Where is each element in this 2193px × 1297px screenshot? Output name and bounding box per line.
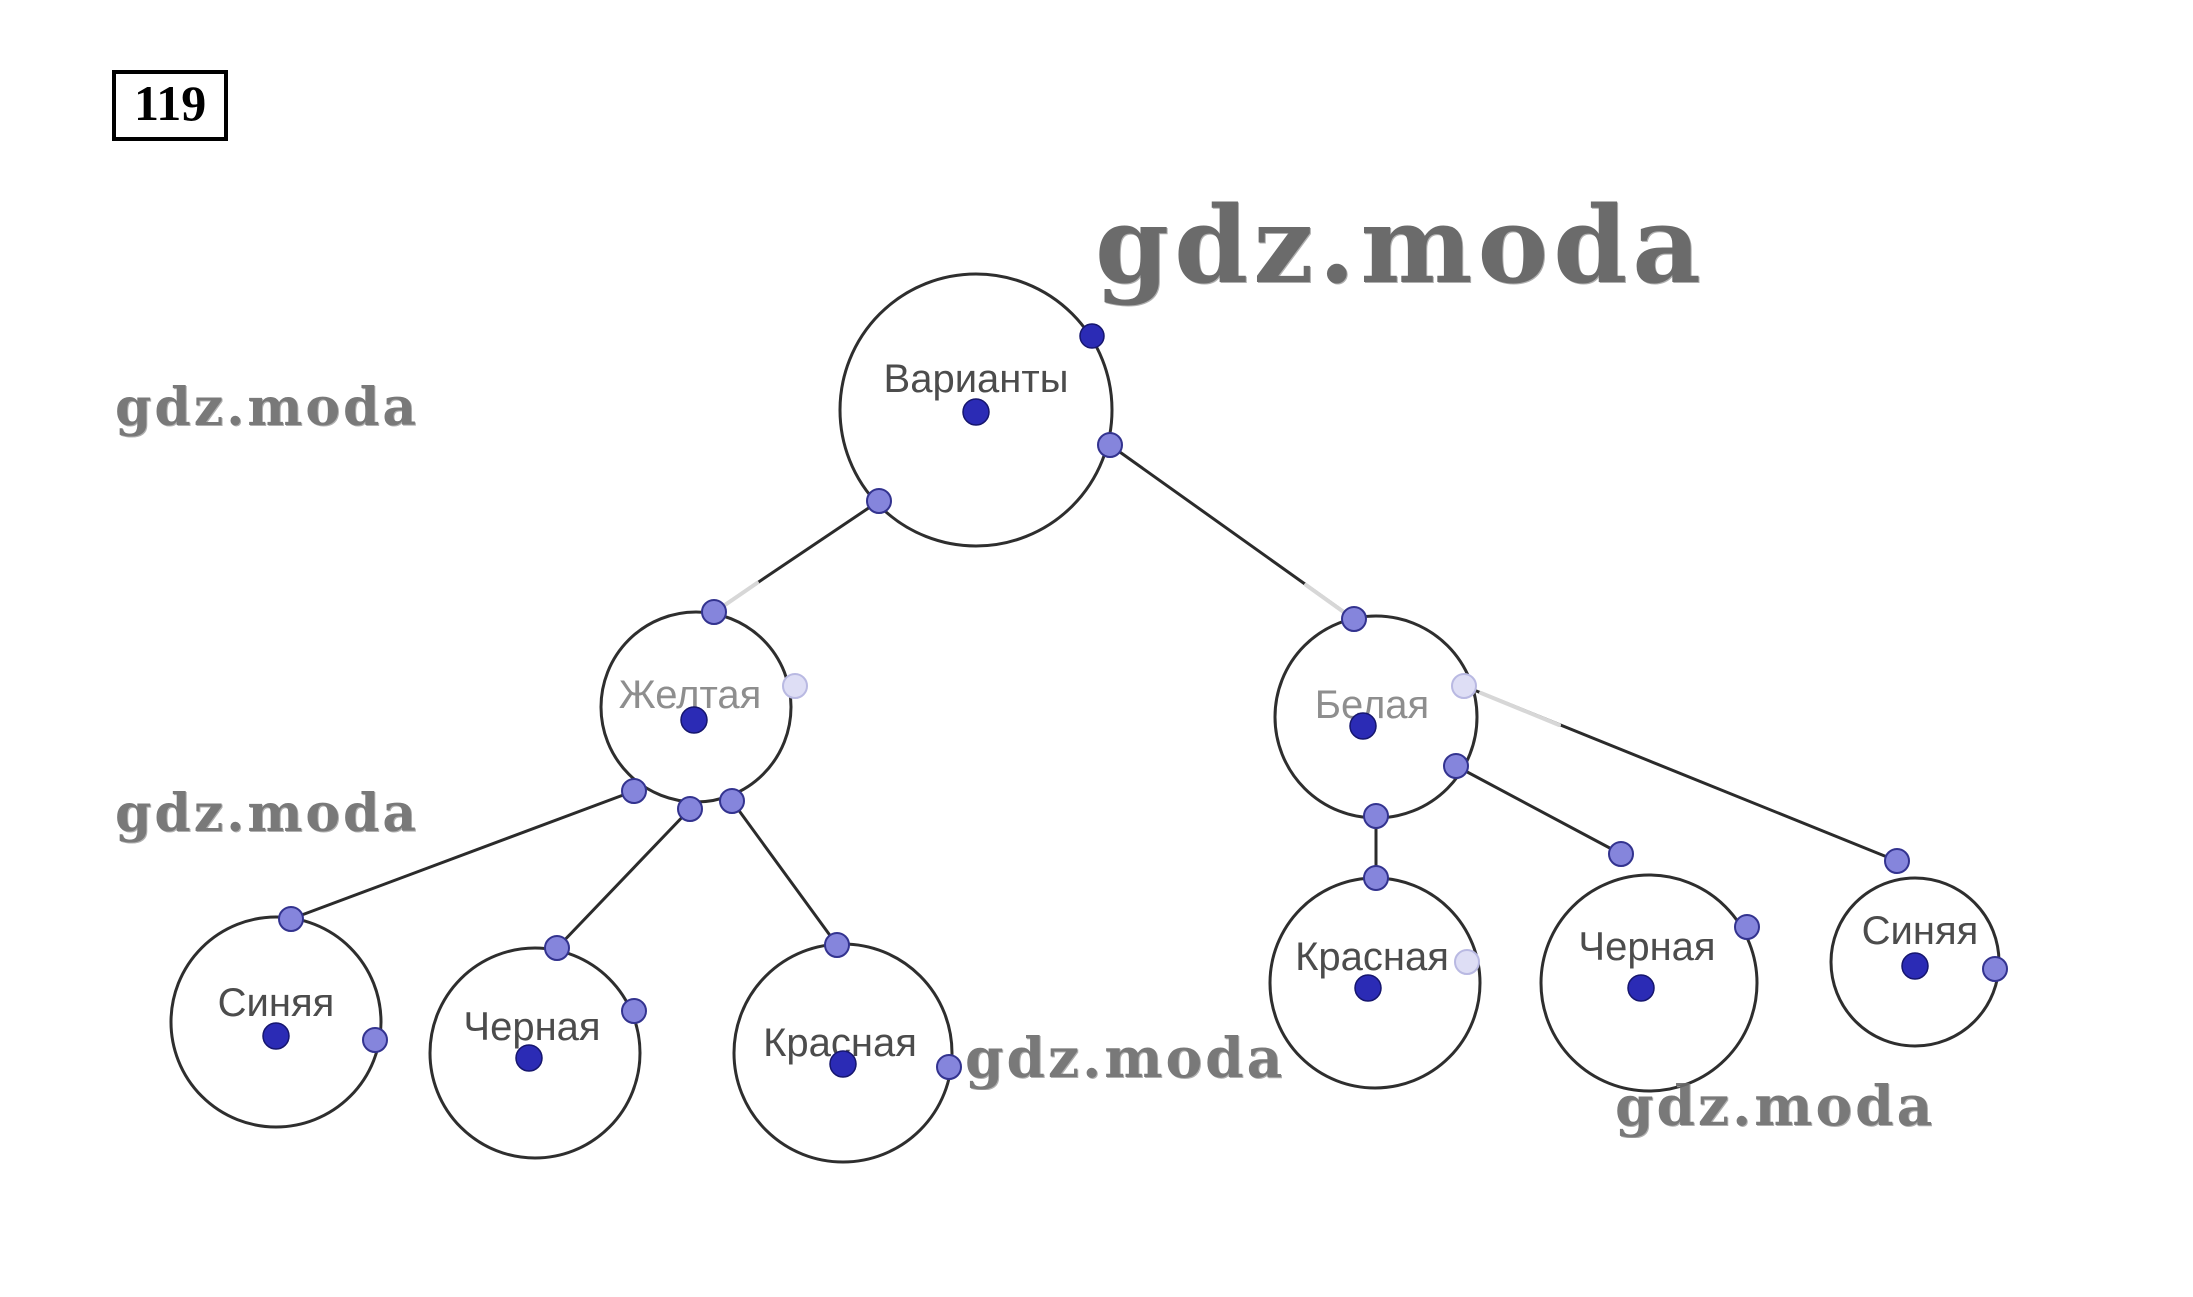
edge-white-to-black xyxy=(1455,764,1622,856)
edge-dot-yellow-bottom xyxy=(677,796,703,822)
edge-dot-white-bottom-right xyxy=(1443,753,1469,779)
center-dot-blue-left xyxy=(262,1022,290,1050)
node-label-blue-right: Синяя xyxy=(1862,909,1979,953)
center-dot-red-left xyxy=(829,1050,857,1078)
watermark-left-top: gdz.moda xyxy=(115,377,420,438)
node-label-red-right: Красная xyxy=(1295,935,1449,979)
watermark-top: gdz.moda xyxy=(1095,182,1706,307)
edge-dot-black-left-top xyxy=(544,935,570,961)
watermark-bottom-right: gdz.moda xyxy=(1615,1073,1936,1138)
edge-dot-blue-left-top xyxy=(278,906,304,932)
center-dot-yellow xyxy=(680,706,708,734)
edge-faded-segment xyxy=(1304,583,1347,615)
watermark-left-middle: gdz.moda xyxy=(115,783,420,844)
edge-dot-black-right-right xyxy=(1734,914,1760,940)
edge-dot-white-top xyxy=(1341,606,1367,632)
center-dot-white xyxy=(1349,712,1377,740)
exercise-number: 119 xyxy=(134,75,207,131)
edge-dot-yellow-bottom-left xyxy=(621,778,647,804)
edge-dot-yellow-right xyxy=(782,673,808,699)
edge-yellow-to-blue xyxy=(290,789,635,921)
edge-dot-red-right-top xyxy=(1363,865,1389,891)
node-label-black-left: Черная xyxy=(463,1005,600,1049)
edge-dot-black-left-right xyxy=(621,998,647,1024)
center-dot-red-right xyxy=(1354,974,1382,1002)
node-label-black-right: Черная xyxy=(1578,925,1715,969)
edge-dot-yellow-bottom-right xyxy=(719,788,745,814)
node-label-blue-left: Синяя xyxy=(218,981,335,1025)
exercise-number-box: 119 xyxy=(112,70,229,141)
center-dot-black-right xyxy=(1627,974,1655,1002)
edge-dot-white-bottom xyxy=(1363,803,1389,829)
edge-dot-blue-right-top xyxy=(1884,848,1910,874)
edge-dot-white-right xyxy=(1451,673,1477,699)
edge-dot-yellow-top xyxy=(701,599,727,625)
edge-dot-root-top-right xyxy=(1079,323,1105,349)
edge-faded-segment xyxy=(723,581,759,607)
watermark-bottom-center: gdz.moda xyxy=(965,1025,1286,1090)
center-dot-blue-right xyxy=(1901,952,1929,980)
edge-dot-red-right-right xyxy=(1454,949,1480,975)
edge-dot-blue-left-right xyxy=(362,1027,388,1053)
edge-yellow-to-black xyxy=(555,807,692,950)
edge-dot-black-right-top xyxy=(1608,841,1634,867)
edge-yellow-to-red xyxy=(730,800,839,946)
edge-faded-segment xyxy=(1479,691,1561,727)
edge-dot-red-left-top xyxy=(824,932,850,958)
edge-dot-root-bottom-left xyxy=(866,488,892,514)
edge-dot-root-right xyxy=(1097,432,1123,458)
node-label-variants: Варианты xyxy=(884,357,1069,401)
node-circle-blue-left xyxy=(169,915,383,1129)
edge-dot-red-left-right xyxy=(936,1054,962,1080)
center-dot-variants xyxy=(962,398,990,426)
center-dot-black-left xyxy=(515,1044,543,1072)
edge-dot-blue-right-right xyxy=(1982,956,2008,982)
